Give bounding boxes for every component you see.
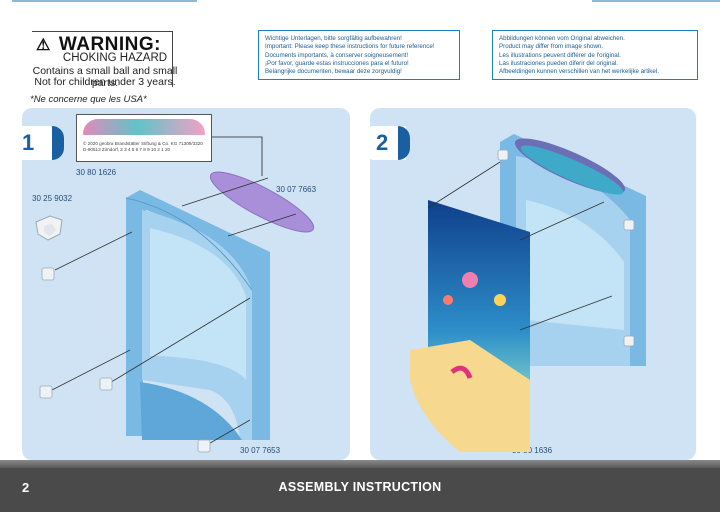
- warning-frame: [32, 31, 173, 87]
- assembly-arrows: [51, 177, 297, 447]
- top-strip-left: [12, 0, 197, 2]
- warning-subtitle: CHOKING HAZARD: [62, 52, 168, 64]
- sticker-part-box: © 2020 geobra Brandstätter Stiftung & Co…: [76, 114, 212, 162]
- backdrop-sheet: [410, 200, 530, 452]
- step-1-number: 1: [12, 126, 52, 160]
- sticker-image: [83, 119, 205, 135]
- clip-part: [35, 215, 63, 241]
- peg-parts: [497, 149, 635, 347]
- lid-part-code: 30 07 7663: [276, 185, 317, 194]
- warning-title: ⚠WARNING:: [36, 34, 161, 55]
- warning-line: Not for children under 3 years.: [34, 76, 176, 88]
- assembly-arrows: [427, 161, 613, 331]
- box-part-code: 30 07 7653: [240, 446, 281, 455]
- image-differ-notice: Abbildungen können vom Original abweiche…: [492, 30, 698, 80]
- footer-divider: [0, 460, 720, 468]
- backdrop-part-code: 30 80 1636: [512, 446, 553, 455]
- sticker-part-code: 30 80 1626: [76, 168, 117, 177]
- usa-note: *Ne concerne que les USA*: [30, 94, 147, 105]
- assembled-box: [500, 134, 646, 366]
- warning-line: Contains a small ball and small parts.: [32, 65, 178, 89]
- step-marker-icon: [52, 126, 64, 160]
- top-strip-right: [592, 0, 720, 2]
- keep-instructions-notice: Wichtige Unterlagen, bitte sorgfältig au…: [258, 30, 460, 80]
- footer-bar: [0, 460, 720, 512]
- warning-triangle-icon: ⚠: [36, 37, 51, 54]
- page-number: 2: [22, 480, 30, 495]
- clip-part-code: 30 25 9032: [32, 194, 73, 203]
- peg-parts: [39, 267, 211, 453]
- footer-title: ASSEMBLY INSTRUCTION: [278, 480, 442, 494]
- insert-arrow-icon: [450, 365, 473, 379]
- step-marker-icon: [398, 126, 410, 160]
- box-part: [125, 190, 270, 440]
- sticker-fine-print: © 2020 geobra Brandstätter Stiftung & Co…: [83, 141, 203, 152]
